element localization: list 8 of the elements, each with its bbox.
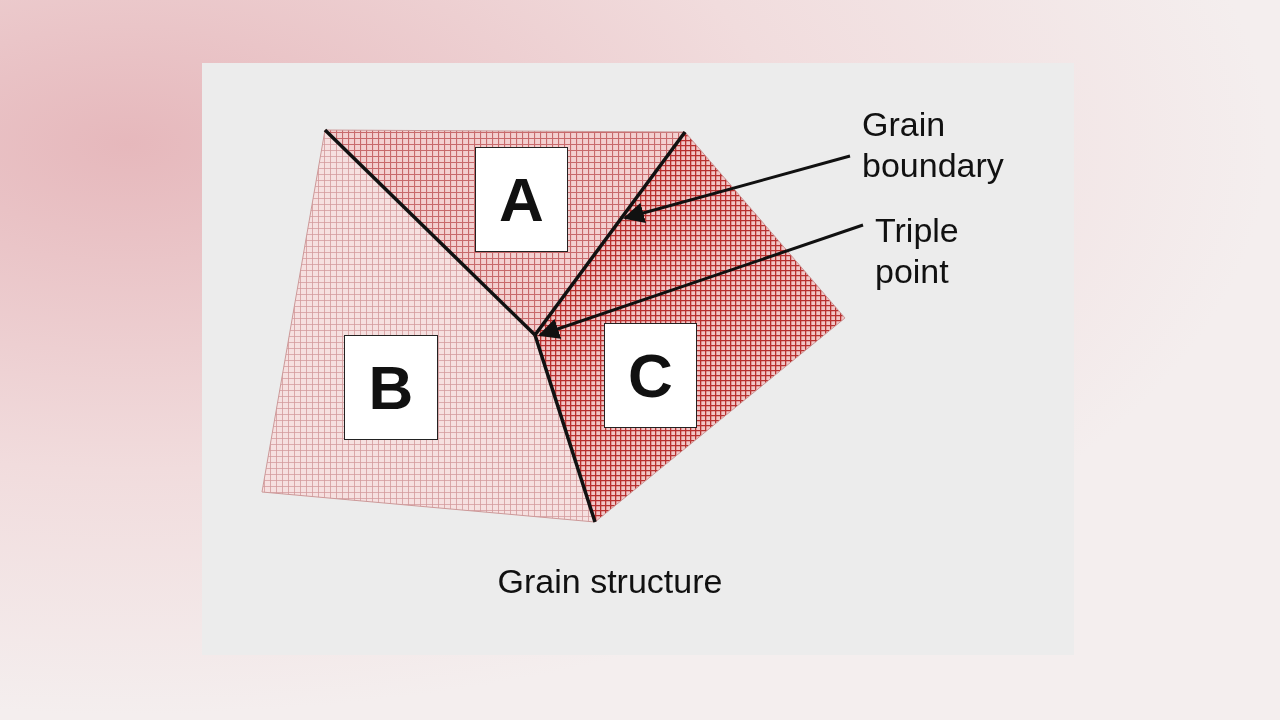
callout-label: Grain boundary xyxy=(862,104,1062,188)
callout-label: Triple point xyxy=(875,210,1025,294)
grain-label: B xyxy=(344,335,438,440)
leader-line xyxy=(538,223,864,339)
grain-label: C xyxy=(604,323,697,428)
leader-line xyxy=(623,154,851,224)
caption: Grain structure xyxy=(496,562,724,601)
grain-label: A xyxy=(475,147,568,252)
